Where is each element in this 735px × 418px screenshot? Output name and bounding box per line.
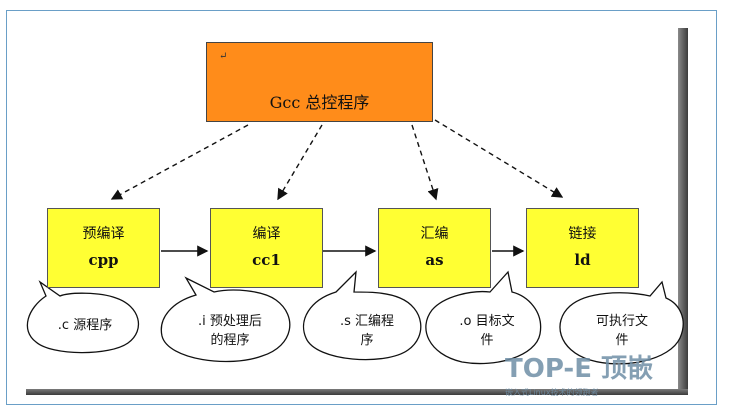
gcc-driver-box: ↵ Gcc 总控程序 [206,42,433,122]
bubble-o-file-shape [425,270,542,365]
stage-assemble: 汇编 as [378,208,491,288]
bubble-line: .c 源程序 [57,318,113,333]
watermark-logo-text: TOP-E 顶嵌 [505,353,653,384]
stage-tool: cc1 [252,251,281,269]
bubble-i-file-shape [160,276,291,363]
bubble-line: .o 目标文 [459,314,515,329]
paragraph-mark: ↵ [219,51,228,62]
dashed-arrow-to-precompile [110,124,249,200]
bubble-line: 件 [480,333,494,348]
bubble-exe-shape [559,280,684,365]
bubble-line: .s 汇编程 [339,314,395,329]
stage-title: 预编译 [82,226,125,242]
bubble-line: 序 [360,333,374,348]
stage-tool: ld [574,251,591,269]
bubble-i-file: .i 预处理后 的程序 [170,312,290,350]
stage-link: 链接 ld [526,208,639,288]
bubble-line: 的程序 [210,333,250,348]
bubble-line: 件 [615,333,629,348]
stage-precompile: 预编译 cpp [47,208,160,288]
stage-tool: cpp [88,251,119,269]
bubble-c-source-shape [26,280,139,354]
dashed-arrow-to-compile [277,124,323,201]
stage-title: 编译 [252,226,281,242]
watermark-caption: 嵌入式Linux技术的领跑者 [505,387,599,397]
bubble-c-source: .c 源程序 [40,316,130,335]
bubble-o-file: .o 目标文 件 [436,312,538,350]
stage-title: 汇编 [420,226,449,242]
bubble-s-file-shape [302,270,422,361]
gcc-driver-label: Gcc 总控程序 [269,93,370,112]
bubble-line: 可执行文 [595,314,648,329]
watermark-logo: TOP-E 顶嵌 嵌入式Linux技术的领跑者 [493,343,703,403]
dashed-arrow-to-assemble [411,124,439,201]
bubble-exe: 可执行文 件 [566,312,678,350]
bubble-line: .i 预处理后 [198,314,262,329]
bubble-s-file: .s 汇编程 序 [312,312,422,350]
dashed-arrow-to-link [434,119,564,198]
frame-shadow-bottom [26,389,688,395]
stage-tool: as [425,251,444,269]
frame-shadow-right [678,28,688,393]
stage-title: 链接 [568,226,597,242]
stage-compile: 编译 cc1 [210,208,323,288]
